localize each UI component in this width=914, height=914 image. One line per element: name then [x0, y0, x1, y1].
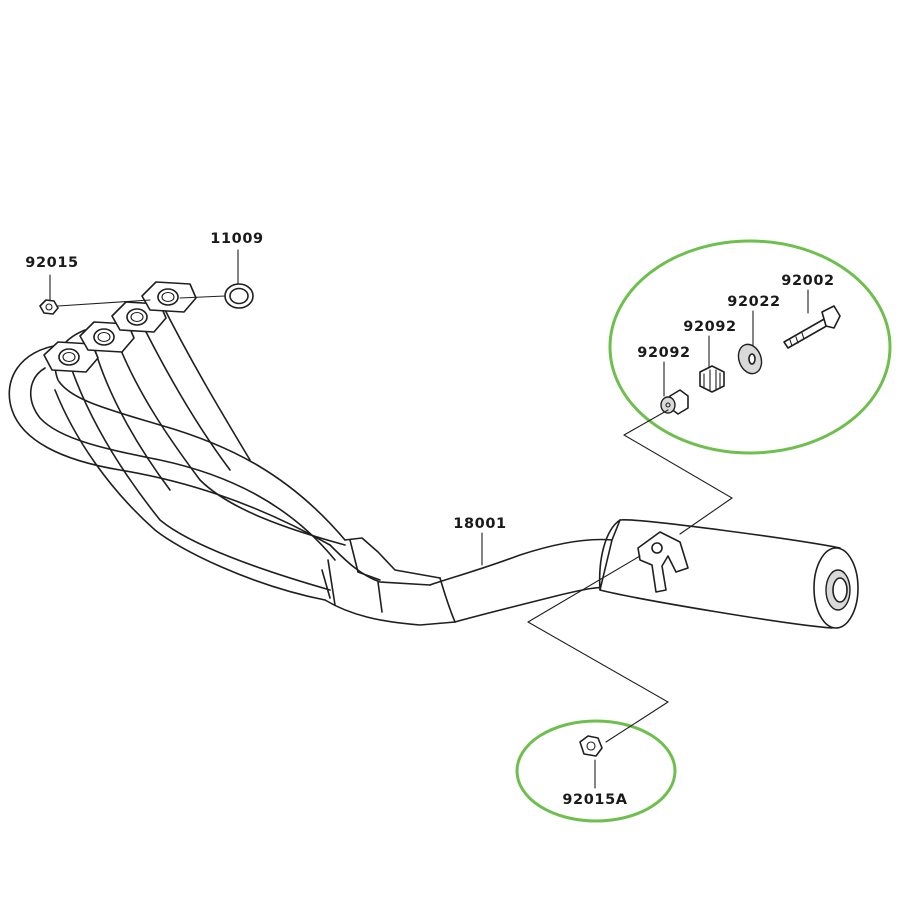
- label-18001: 18001: [453, 516, 506, 532]
- label-11009: 11009: [210, 231, 263, 247]
- leader-lines: [49, 249, 809, 789]
- nut-92015a-part: [579, 735, 603, 757]
- bolt-92002-part: [783, 305, 841, 349]
- mount-hardware-highlight: [608, 239, 892, 455]
- grommet-92092-part: [699, 365, 725, 393]
- label-92022: 92022: [727, 294, 780, 310]
- label-92015a: 92015A: [562, 792, 627, 808]
- header-pipes: [8, 299, 613, 626]
- gasket-11009-part: [179, 283, 254, 309]
- collar-92092-part: [660, 389, 689, 415]
- washer-92022-part: [737, 343, 763, 375]
- muffler: [598, 519, 859, 629]
- label-92015: 92015: [25, 255, 78, 271]
- muffler-nut-highlight: [515, 719, 677, 823]
- label-92002: 92002: [781, 273, 834, 289]
- nut-92015-part: [39, 299, 151, 315]
- header-flanges: [43, 281, 197, 373]
- label-92092-upper: 92092: [683, 319, 736, 335]
- label-92092-lower: 92092: [637, 345, 690, 361]
